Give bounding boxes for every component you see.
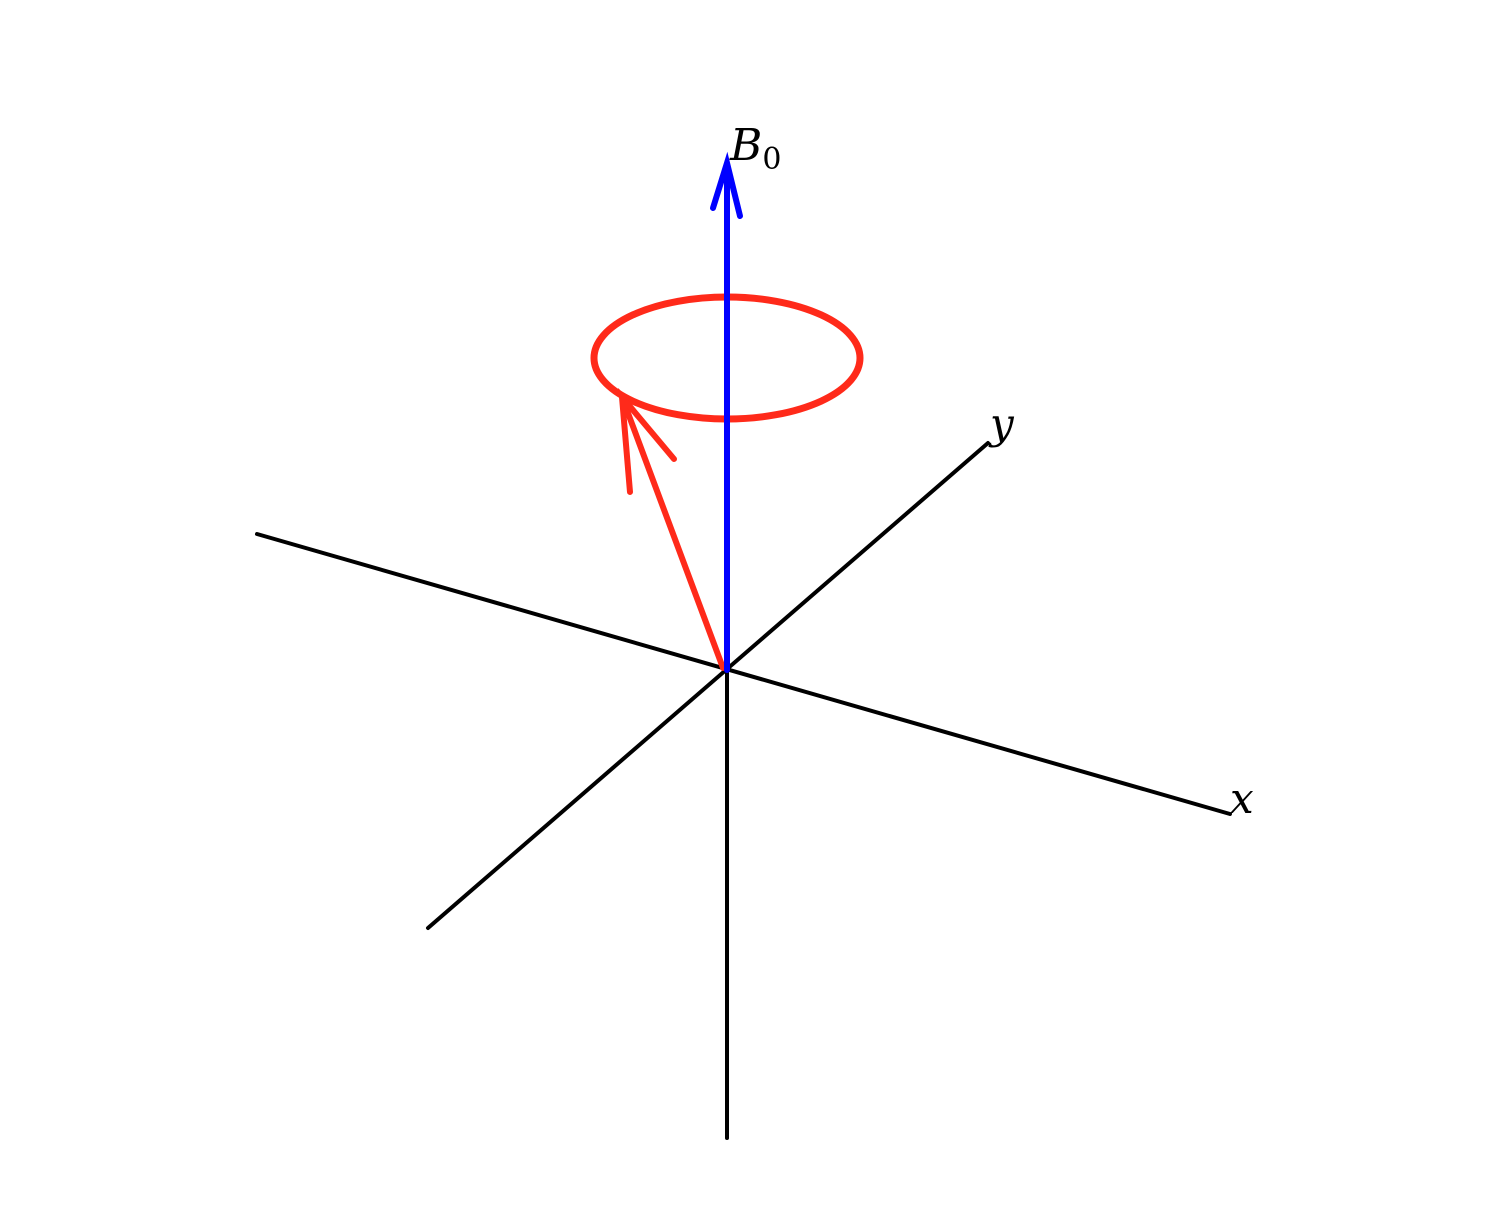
magnetization-arrowhead	[618, 387, 677, 495]
field-label-subscript: 0	[762, 142, 781, 177]
field-vector	[710, 151, 743, 673]
magnetization-shaft	[619, 394, 726, 671]
x-axis-line	[255, 532, 1232, 816]
field-label: B0	[729, 120, 781, 177]
axes	[255, 441, 1232, 1140]
field-arrowhead	[710, 151, 743, 219]
y-axis-label: y	[988, 399, 1015, 448]
field-label-main: B	[729, 120, 762, 171]
y-axis-line	[426, 441, 990, 930]
magnetization-vector	[618, 387, 726, 671]
x-axis-label: x	[1230, 774, 1254, 823]
